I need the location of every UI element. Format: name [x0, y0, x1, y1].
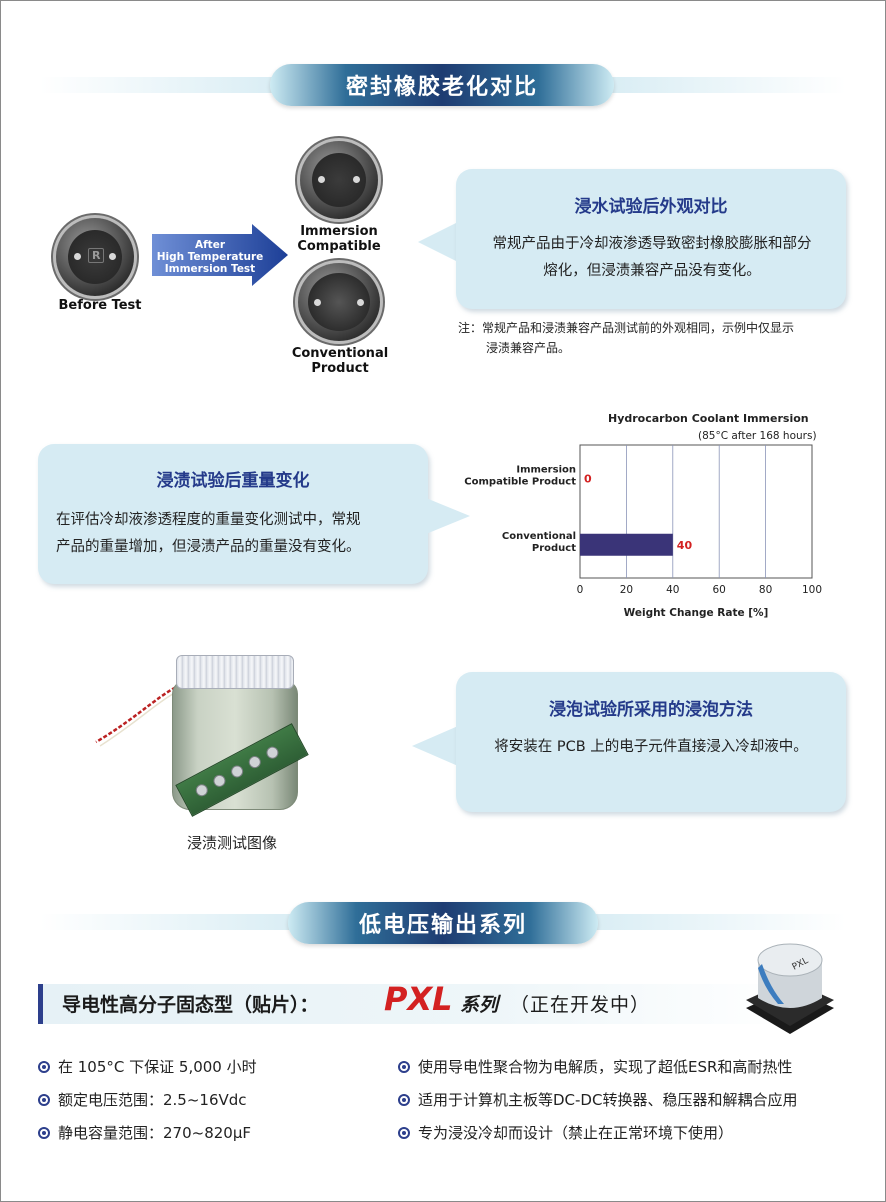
jar-caption: 浸渍测试图像 [186, 834, 277, 852]
note-line: 注：常规产品和浸渍兼容产品测试前的外观相同，示例中仅显示 [458, 321, 795, 335]
arrow-label: After High Temperature Immersion Test [152, 239, 268, 275]
lead-dot [109, 253, 116, 260]
feature-text: 额定电压范围：2.5~16Vdc [58, 1091, 247, 1109]
callout-line: 产品的重量增加，但浸渍产品的重量没有变化。 [56, 539, 361, 555]
component [229, 763, 246, 780]
feature-item: 专为浸没冷却而设计（禁止在正常环境下使用） [398, 1122, 733, 1143]
chart-subtitle: (85°C after 168 hours) [698, 430, 817, 442]
label-line: Product [311, 361, 369, 376]
data-label: 40 [677, 539, 693, 552]
arrow-label-line: Immersion Test [164, 263, 256, 275]
data-label: 0 [584, 472, 592, 485]
before-test-label: Before Test [58, 298, 142, 313]
bullet-icon [38, 1093, 50, 1106]
callout-title: 浸水试验后外观对比 [574, 197, 728, 217]
x-tick-label: 0 [577, 584, 584, 596]
callout-method: 浸泡试验所采用的浸泡方法 将安装在 PCB 上的电子元件直接浸入冷却液中。 [456, 672, 846, 812]
jar-lid [176, 655, 294, 689]
bubble-tail [412, 726, 458, 766]
feature-item: 适用于计算机主板等DC-DC转换器、稳压器和解耦合应用 [398, 1089, 797, 1110]
header-line-right [610, 77, 846, 93]
header-line-right [590, 914, 846, 930]
section-title-text: 密封橡胶老化对比 [345, 75, 538, 100]
series-banner [38, 984, 790, 1024]
capacitor-before-image: R [56, 218, 134, 296]
x-tick-label: 100 [802, 584, 822, 596]
feature-text: 适用于计算机主板等DC-DC转换器、稳压器和解耦合应用 [418, 1091, 798, 1109]
x-tick-label: 20 [620, 584, 633, 596]
callout-title: 浸渍试验后重量变化 [156, 471, 310, 491]
feature-text: 静电容量范围：270~820μF [58, 1124, 252, 1142]
x-tick-label: 80 [759, 584, 772, 596]
callout-text: 将安装在 PCB 上的电子元件直接浸入冷却液中。 [494, 739, 808, 755]
section-title-text: 低电压输出系列 [358, 913, 527, 938]
component [246, 753, 263, 771]
smd-capacitor-image: PXL [746, 943, 834, 1034]
lead-dot [318, 176, 325, 183]
arrow-label-line: After [194, 239, 225, 251]
category-label: Immersion [516, 464, 576, 475]
arrow-right-icon [152, 224, 288, 286]
feature-item: 额定电压范围：2.5~16Vdc [38, 1089, 247, 1110]
section-title-series: 低电压输出系列 [288, 902, 598, 944]
conventional-product-label: Conventional Product [284, 346, 396, 376]
lead-dot [357, 299, 364, 306]
lead-dot [74, 253, 81, 260]
feature-text: 在 105°C 下保证 5,000 小时 [58, 1058, 257, 1076]
label-line: Immersion [300, 224, 378, 239]
x-tick-label: 40 [666, 584, 679, 596]
callout-line: 在评估冷却液渗透程度的重量变化测试中，常规 [56, 512, 361, 528]
chart-title: Hydrocarbon Coolant Immersion [608, 412, 809, 425]
series-prefix: 导电性高分子固态型（贴片）： [62, 994, 319, 1016]
bubble-tail [418, 222, 458, 262]
bullet-icon [398, 1060, 410, 1073]
callout-text: 在评估冷却液渗透程度的重量变化测试中，常规 产品的重量增加，但浸渍产品的重量没有… [56, 507, 416, 561]
label-line: Compatible [297, 239, 381, 254]
bar [580, 533, 673, 556]
bullet-icon [398, 1126, 410, 1139]
section-title-seal: 密封橡胶老化对比 [270, 64, 614, 106]
feature-item: 静电容量范围：270~820μF [38, 1122, 251, 1143]
lead-dot [314, 299, 321, 306]
series-suffix: 系列 [460, 994, 499, 1016]
callout-weight: 浸渍试验后重量变化 在评估冷却液渗透程度的重量变化测试中，常规 产品的重量增加，… [38, 444, 428, 584]
feature-text: 专为浸没冷却而设计（禁止在正常环境下使用） [418, 1124, 734, 1142]
callout-text: 常规产品由于冷却液渗透导致密封橡胶膨胀和部分 熔化，但浸渍兼容产品没有变化。 [468, 231, 836, 285]
x-tick-label: 60 [713, 584, 726, 596]
component [193, 782, 210, 799]
feature-text: 使用导电性聚合物为电解质，实现了超低ESR和高耐热性 [418, 1058, 793, 1076]
feature-item: 使用导电性聚合物为电解质，实现了超低ESR和高耐热性 [398, 1056, 792, 1077]
component [264, 744, 281, 761]
bullet-icon [398, 1093, 410, 1106]
category-label: Product [532, 543, 576, 554]
category-label: Conventional [502, 531, 576, 542]
bullet-icon [38, 1126, 50, 1139]
bubble-tail [426, 498, 470, 534]
note-text: 注：常规产品和浸渍兼容产品测试前的外观相同，示例中仅显示 浸渍兼容产品。 [458, 318, 794, 358]
arrow-label-line: High Temperature [156, 251, 264, 263]
callout-appearance: 浸水试验后外观对比 常规产品由于冷却液渗透导致密封橡胶膨胀和部分 熔化，但浸渍兼… [456, 169, 846, 309]
feature-item: 在 105°C 下保证 5,000 小时 [38, 1056, 257, 1077]
series-status: （正在开发中） [510, 994, 651, 1016]
header-line-left [40, 914, 298, 930]
capacitor-immersion-image [300, 141, 378, 219]
label-line: Conventional [291, 346, 389, 361]
component [211, 772, 228, 789]
series-name: PXL [384, 980, 453, 1018]
immersion-compatible-label: Immersion Compatible [284, 224, 394, 254]
note-line: 浸渍兼容产品。 [486, 341, 571, 355]
x-axis-label: Weight Change Rate [%] [624, 607, 769, 619]
callout-title: 浸泡试验所采用的浸泡方法 [549, 700, 753, 720]
callout-line: 熔化，但浸渍兼容产品没有变化。 [543, 263, 761, 279]
category-label: Compatible Product [464, 476, 576, 487]
plot-area [579, 444, 813, 579]
callout-line: 常规产品由于冷却液渗透导致密封橡胶膨胀和部分 [492, 236, 812, 252]
header-line-left [40, 77, 280, 93]
lead-dot [353, 176, 360, 183]
capacitor-conventional-image [298, 263, 380, 341]
cap-mark: R [88, 248, 105, 263]
bullet-icon [38, 1060, 50, 1073]
